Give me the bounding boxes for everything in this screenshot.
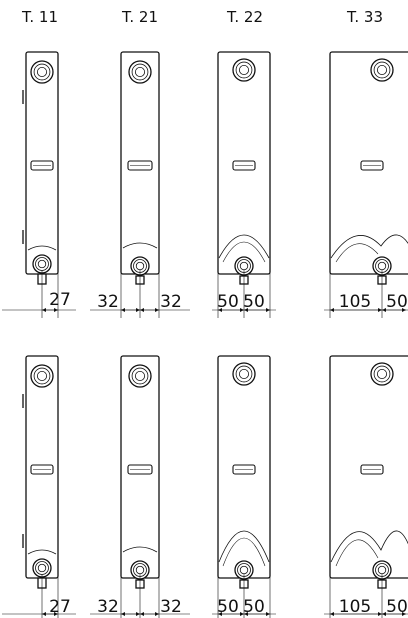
type-title-t21: T. 21 (121, 8, 158, 26)
dim-t33-right-row2: 50 (386, 597, 408, 617)
radiator-t33 (324, 51, 408, 318)
type-title-t11: T. 11 (21, 8, 58, 26)
dim-t33-left-row1: 105 (339, 292, 371, 312)
dim-t22-right-row2: 50 (243, 597, 265, 617)
radiator-t22 (212, 51, 276, 318)
dim-t22-right-row1: 50 (243, 292, 265, 312)
dim-t11-row1: 27 (49, 290, 71, 310)
dim-t21-right-row2: 32 (160, 597, 182, 617)
dim-t22-left-row1: 50 (217, 292, 239, 312)
dim-t21-left-row1: 32 (97, 292, 119, 312)
dim-t33-right-row1: 50 (386, 292, 408, 312)
radiator-t33 (324, 355, 408, 618)
radiator-row-bottom (2, 355, 408, 618)
radiator-t21 (90, 51, 190, 318)
radiator-t11 (2, 51, 76, 318)
type-title-t22: T. 22 (226, 8, 263, 26)
dim-t33-left-row2: 105 (339, 597, 371, 617)
radiator-t11 (2, 355, 76, 618)
radiator-t21 (90, 355, 190, 618)
dim-t21-left-row2: 32 (97, 597, 119, 617)
type-title-t33: T. 33 (346, 8, 383, 26)
dim-t22-left-row2: 50 (217, 597, 239, 617)
radiator-row-top (2, 51, 408, 318)
radiator-t22 (212, 355, 276, 618)
dim-t21-right-row1: 32 (160, 292, 182, 312)
dim-t11-row2: 27 (49, 597, 71, 617)
